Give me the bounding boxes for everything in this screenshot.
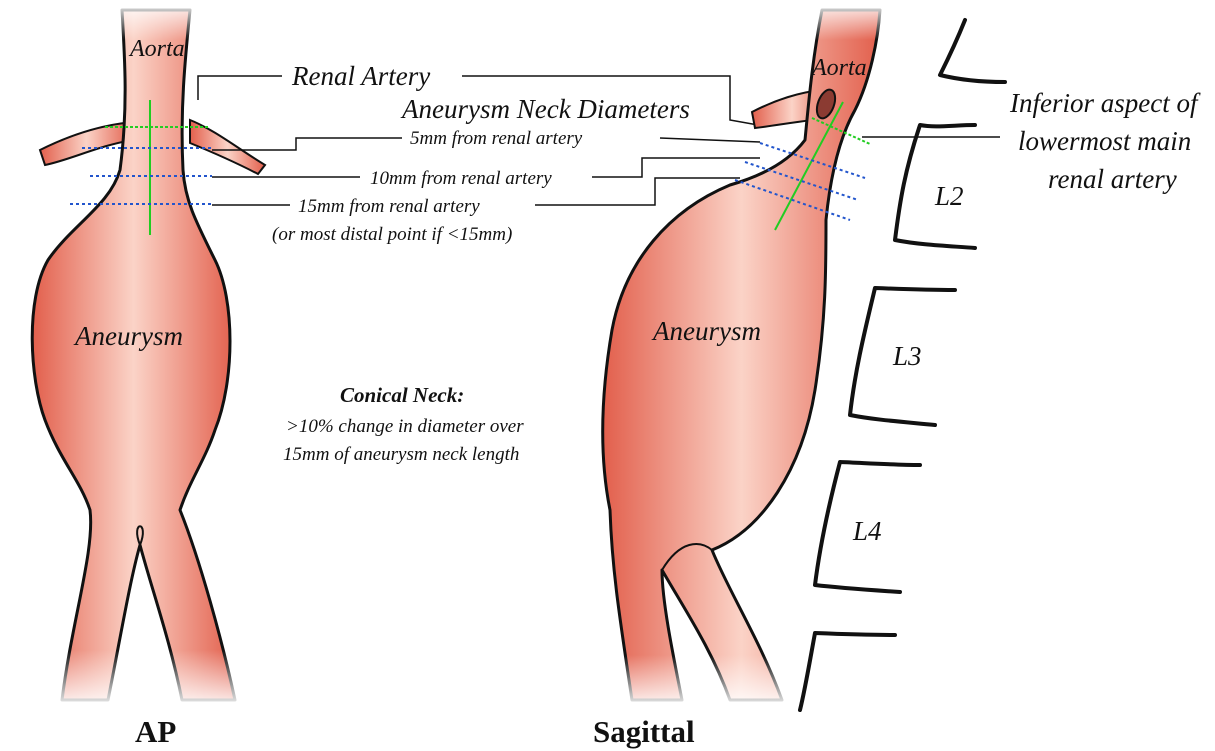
sagittal-aorta-label: Aorta: [810, 55, 867, 81]
sagittal-view-title: Sagittal: [593, 714, 695, 749]
vertebra-label-l3: L3: [892, 341, 922, 371]
vertebra-label-l4: L4: [852, 516, 882, 546]
inferior-aspect-line2: lowermost main: [1018, 126, 1191, 156]
ten-mm-label: 10mm from renal artery: [370, 168, 552, 189]
ap-right-renal-artery: [190, 120, 265, 174]
ap-aorta-aneurysm-body: [32, 10, 235, 700]
conical-neck-line1: >10% change in diameter over: [286, 416, 524, 437]
ap-left-renal-artery: [40, 122, 133, 165]
conical-neck-heading: Conical Neck:: [340, 383, 464, 407]
vertebra-upper-partial: [940, 20, 1005, 82]
fifteen-mm-note: (or most distal point if <15mm): [272, 224, 512, 245]
inferior-aspect-line1: Inferior aspect of: [1009, 88, 1201, 118]
vertebra-l5-partial: [800, 633, 895, 710]
conical-neck-line2: 15mm of aneurysm neck length: [283, 444, 519, 465]
ap-aorta-label: Aorta: [128, 36, 185, 62]
neck-diameters-heading: Aneurysm Neck Diameters: [400, 94, 690, 124]
ap-view-title: AP: [135, 714, 176, 749]
inferior-aspect-line3: renal artery: [1048, 164, 1177, 194]
five-mm-label: 5mm from renal artery: [410, 128, 583, 149]
ap-view: Aorta Aneurysm AP: [0, 0, 300, 749]
renal-artery-label: Renal Artery: [291, 61, 430, 91]
fifteen-mm-label: 15mm from renal artery: [298, 196, 480, 217]
vertebra-label-l2: L2: [934, 181, 964, 211]
ap-aneurysm-label: Aneurysm: [73, 321, 183, 351]
sagittal-aneurysm-label: Aneurysm: [651, 316, 761, 346]
